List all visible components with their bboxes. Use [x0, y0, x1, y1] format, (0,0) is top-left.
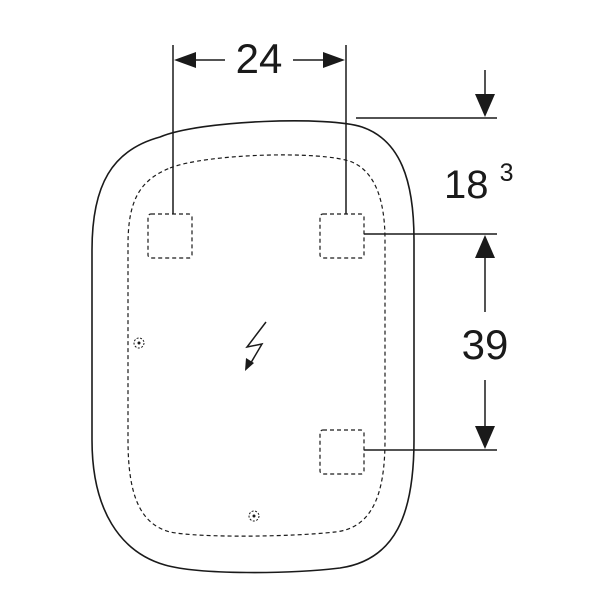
bracket-top-left: [147, 213, 193, 259]
fixing-point-bottom: [248, 510, 260, 522]
width-dimension-arrows: [174, 52, 345, 68]
top-offset-value: 18: [444, 163, 489, 207]
top-offset-arrow: [475, 70, 495, 117]
spacing-dimension-label: 39: [462, 321, 509, 368]
electrical-lightning-icon: [245, 321, 267, 371]
top-offset-label: 18 3: [444, 159, 514, 207]
bracket-top-right: [319, 213, 365, 259]
width-dimension-label: 24: [236, 35, 283, 82]
top-offset-superscript: 3: [500, 159, 514, 187]
mirror-outline: [91, 120, 415, 574]
spacing-dimension-arrows: [475, 235, 495, 449]
bracket-bottom-right: [319, 429, 365, 475]
fixing-point-left: [133, 337, 145, 349]
